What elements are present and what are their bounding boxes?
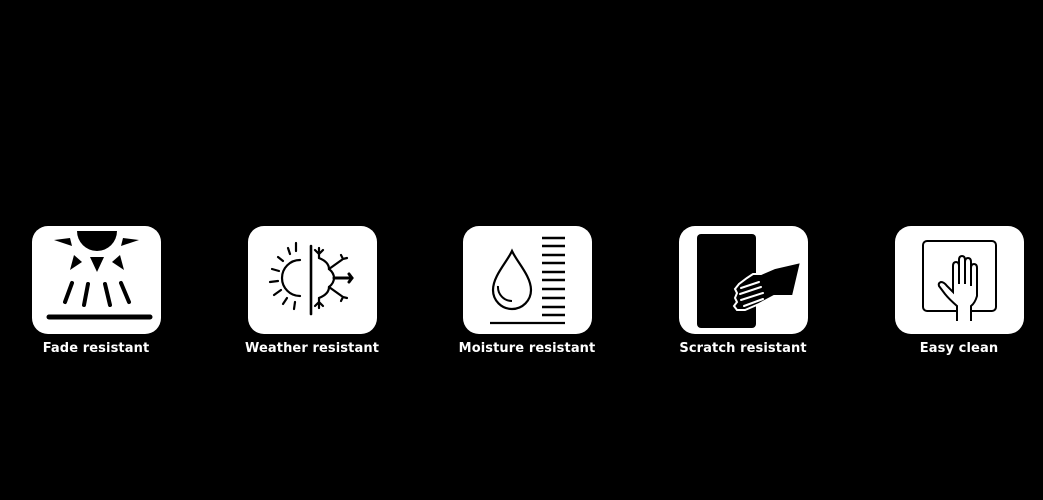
hand-scratch-icon (678, 226, 808, 334)
feature-label: Scratch resistant (679, 341, 807, 356)
feature-label: Fade resistant (42, 341, 150, 356)
feature-label: Moisture resistant (458, 341, 596, 356)
feature-label: Weather resistant (245, 341, 380, 356)
water-drop-icon (462, 226, 592, 334)
feature-easy-clean: Easy clean (894, 226, 1024, 356)
feature-fade-resistant: Fade resistant (31, 226, 161, 356)
feature-scratch-resistant: Scratch resistant (678, 226, 808, 356)
feature-label: Easy clean (919, 341, 999, 356)
sun-snowflake-icon (247, 226, 377, 334)
hand-wipe-icon (894, 226, 1024, 334)
feature-weather-resistant: Weather resistant (245, 226, 380, 356)
sun-rays-icon (31, 226, 161, 334)
feature-moisture-resistant: Moisture resistant (459, 226, 595, 356)
